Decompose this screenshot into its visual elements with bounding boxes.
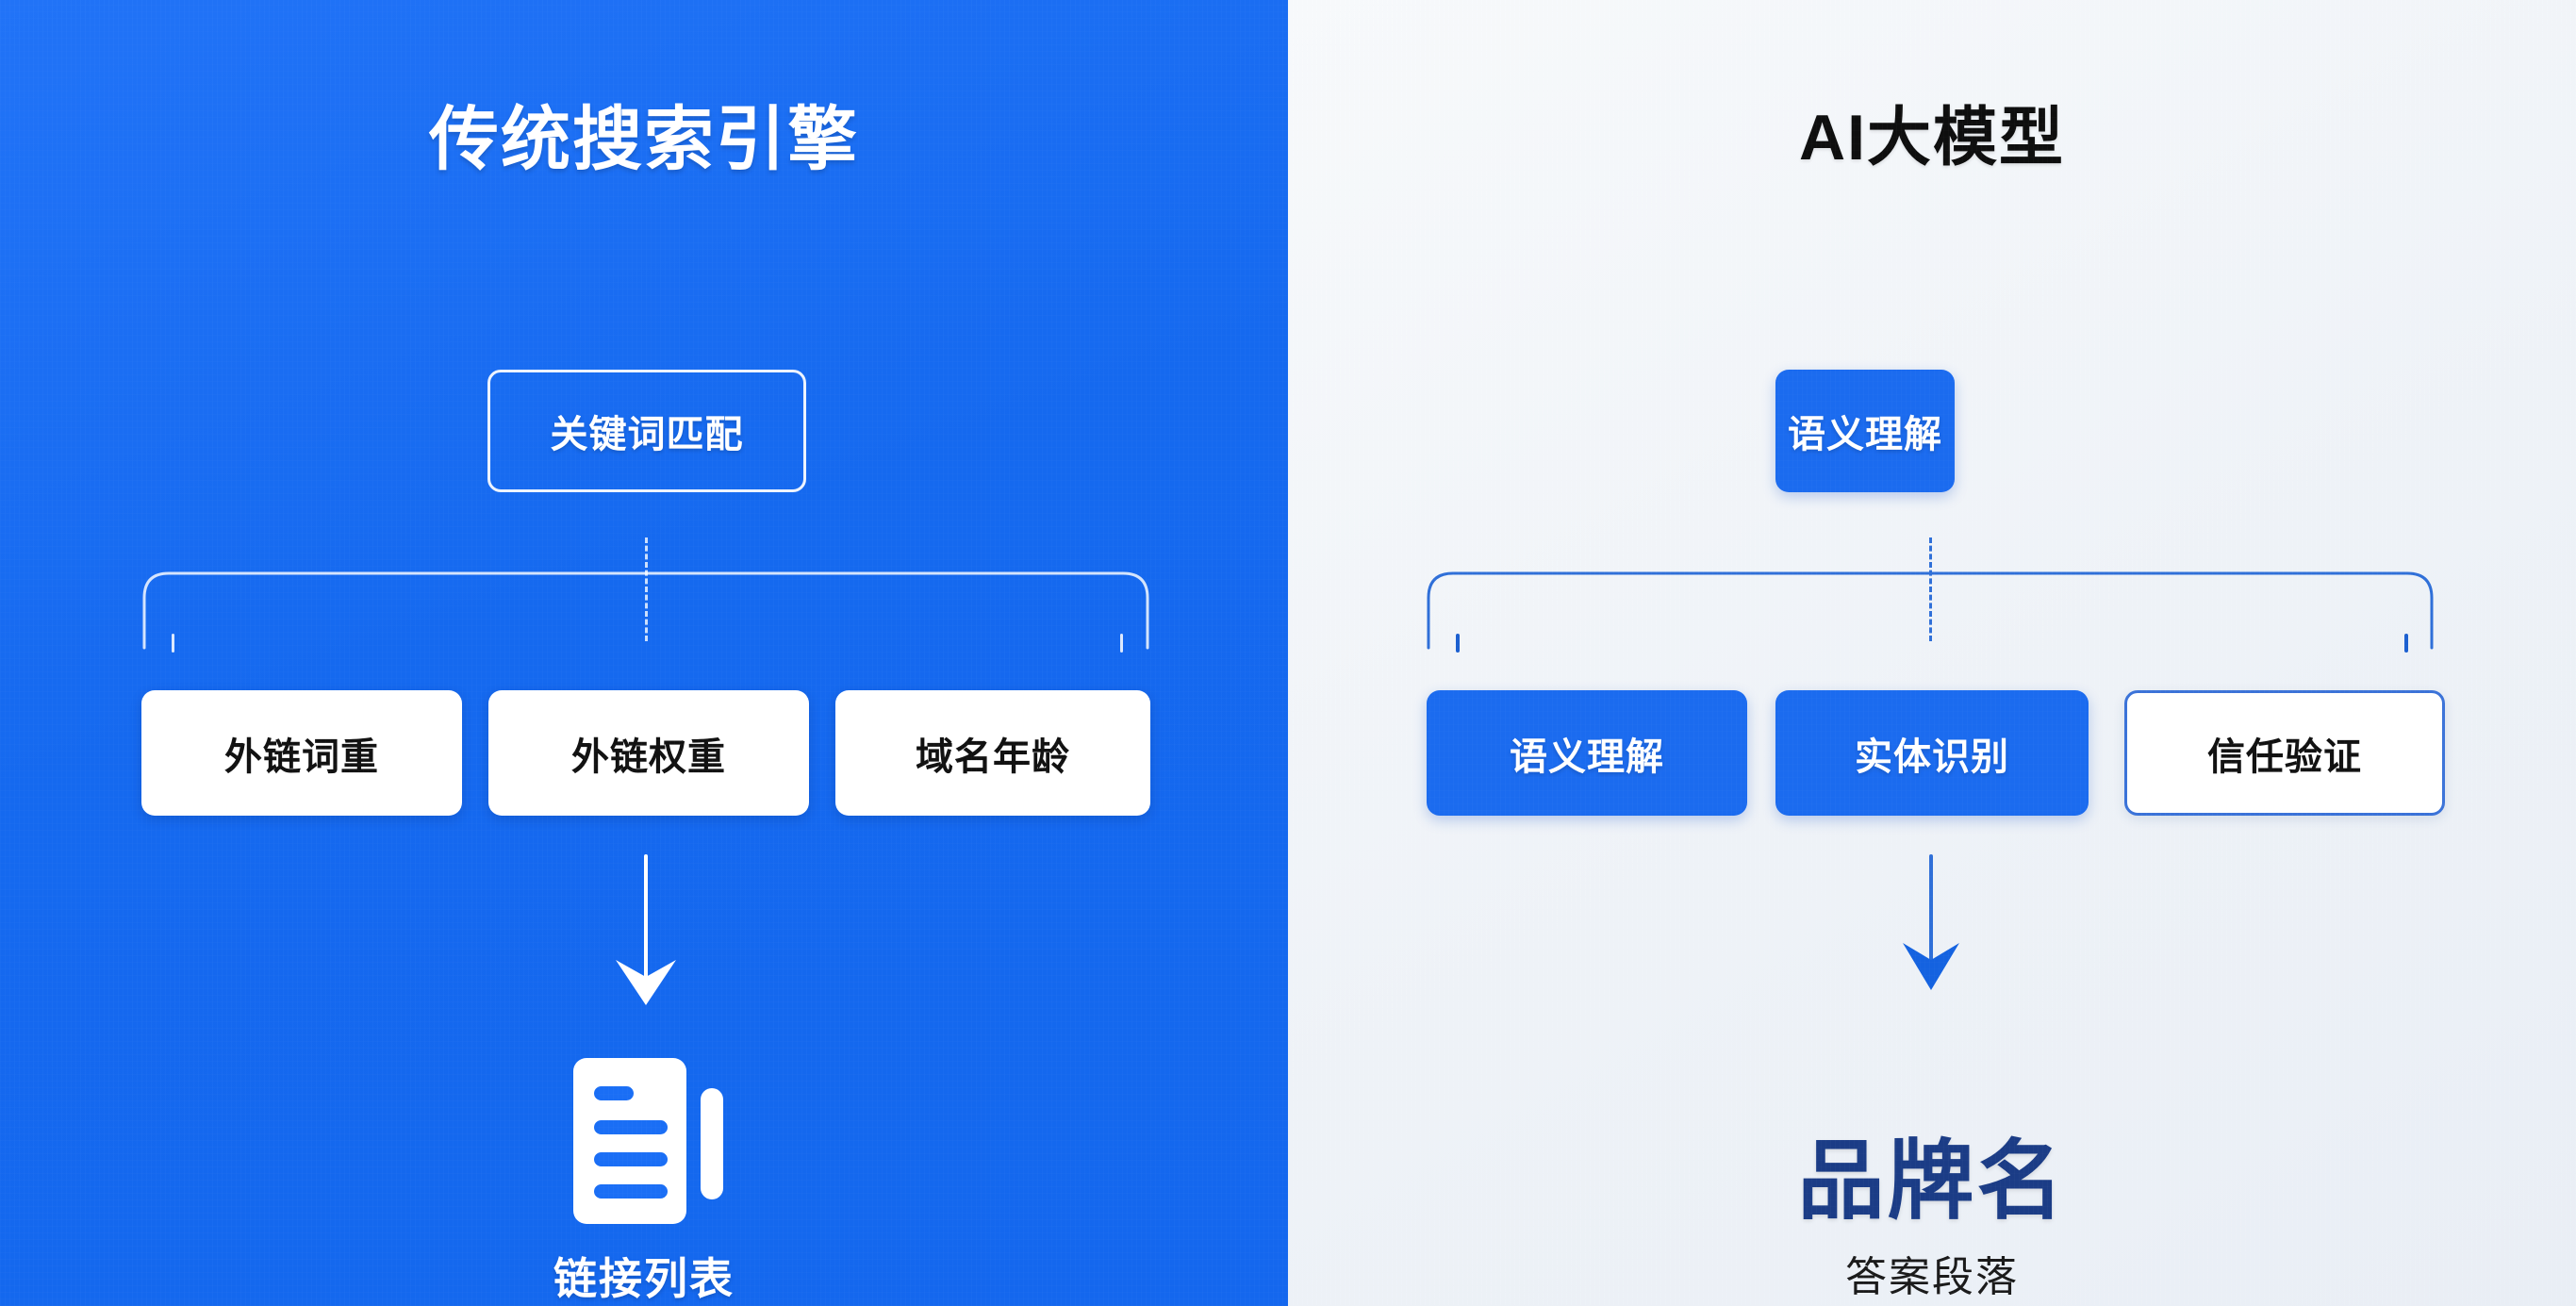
left-panel-title: 传统搜索引擎	[429, 100, 859, 178]
left-bracket-stub-end	[1120, 634, 1123, 653]
right-connector-dashed-vertical	[1929, 537, 1932, 641]
left-result-label: 链接列表	[553, 1254, 735, 1303]
left-bracket-stub-start	[172, 634, 174, 653]
left-connector-dashed-vertical	[645, 537, 648, 641]
right-result-subtitle: 答案段落	[1845, 1254, 2019, 1300]
right-bracket-stub-end	[2404, 634, 2408, 653]
right-factor-node-1[interactable]: 语义理解	[1427, 690, 1747, 816]
right-bracket-stub-start	[1456, 634, 1460, 653]
left-connector-bracket	[141, 564, 1150, 651]
panel-traditional-search: 传统搜索引擎 关键词匹配 外链词重 外链权重 域名年龄	[0, 0, 1288, 1306]
left-factor-node-1[interactable]: 外链词重	[141, 690, 462, 816]
document-list-icon	[545, 1049, 752, 1228]
left-root-node[interactable]: 关键词匹配	[487, 370, 806, 492]
right-result-title: 品牌名	[1797, 1133, 2067, 1230]
right-root-node[interactable]: 语义理解	[1775, 370, 1955, 492]
right-connector-bracket	[1426, 564, 2435, 651]
panel-ai-model: AI大模型 语义理解 语义理解 实体识别 信任验证 品牌名 答案段落	[1288, 0, 2576, 1306]
left-factor-node-3[interactable]: 域名年龄	[835, 690, 1150, 816]
left-flow-arrow-icon	[608, 854, 684, 1007]
right-factor-node-3[interactable]: 信任验证	[2124, 690, 2445, 816]
right-flow-arrow-icon	[1893, 854, 1969, 993]
right-factor-node-2[interactable]: 实体识别	[1775, 690, 2089, 816]
right-panel-title: AI大模型	[1798, 102, 2065, 174]
left-factor-node-2[interactable]: 外链权重	[488, 690, 809, 816]
